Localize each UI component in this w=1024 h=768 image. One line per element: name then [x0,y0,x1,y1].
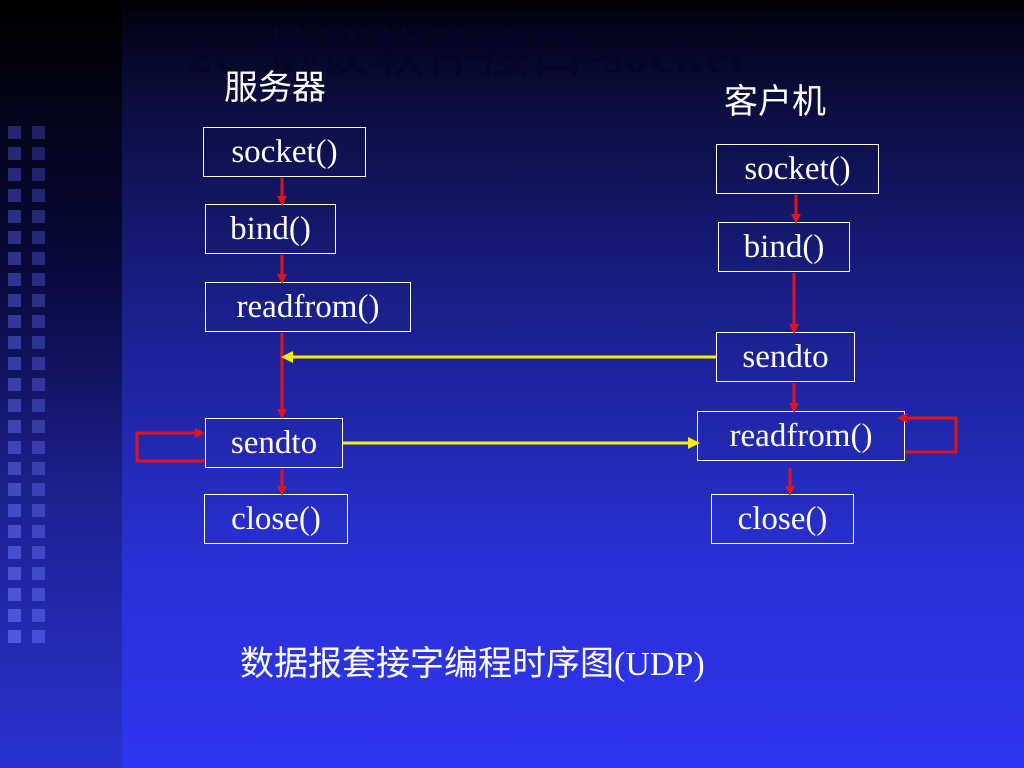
decorative-square [8,147,21,160]
decorative-square [8,630,21,643]
client-socket-box: socket() [716,144,879,194]
decorative-square [8,399,21,412]
decorative-square [8,441,21,454]
decorative-square [8,567,21,580]
decorative-square [32,483,45,496]
decorative-square [32,294,45,307]
server-close-box: close() [204,494,348,544]
diagram-caption: 数据报套接字编程时序图(UDP) [240,646,705,683]
decorative-square [32,336,45,349]
decorative-square [32,609,45,622]
decorative-square [8,168,21,181]
decorative-square [8,252,21,265]
client-readfrom-box: readfrom() [697,411,905,461]
decorative-square [32,378,45,391]
decorative-square [32,441,45,454]
server-label: 服务器 [224,70,326,107]
decorative-square [8,189,21,202]
decorative-square [32,525,45,538]
decorative-square [32,420,45,433]
decorative-square [8,126,21,139]
decorative-square [8,357,21,370]
decorative-square-pattern [0,0,122,768]
decorative-square [32,399,45,412]
decorative-square [32,210,45,223]
decorative-square [8,588,21,601]
decorative-square [8,483,21,496]
decorative-square [8,210,21,223]
decorative-square [8,336,21,349]
decorative-square [32,504,45,517]
decorative-square [32,567,45,580]
server-bind-box: bind() [205,204,336,254]
decorative-square [8,504,21,517]
decorative-square [32,357,45,370]
decorative-square [8,273,21,286]
decorative-square [8,231,21,244]
decorative-square [32,546,45,559]
decorative-square [8,546,21,559]
decorative-square [32,252,45,265]
decorative-square [32,147,45,160]
client-bind-box: bind() [718,222,850,272]
server-socket-box: socket() [203,127,366,177]
slide-title: 2、协议软件接口-socket [186,27,747,84]
client-sendto-box: sendto [716,332,855,382]
decorative-square [32,588,45,601]
decorative-square [8,315,21,328]
decorative-square [8,462,21,475]
decorative-square [32,231,45,244]
decorative-square [32,126,45,139]
decorative-square [32,168,45,181]
decorative-square [32,462,45,475]
decorative-square [32,189,45,202]
decorative-square [8,420,21,433]
client-close-box: close() [711,494,854,544]
decorative-square [8,378,21,391]
server-readfrom-box: readfrom() [205,282,411,332]
decorative-square [32,630,45,643]
decorative-square [32,273,45,286]
server-loop-bracket [135,428,205,463]
client-label: 客户机 [724,84,826,121]
decorative-square [8,525,21,538]
client-loop-bracket [897,413,958,454]
decorative-square [8,294,21,307]
server-sendto-box: sendto [205,418,343,468]
decorative-square [8,609,21,622]
decorative-square [32,315,45,328]
